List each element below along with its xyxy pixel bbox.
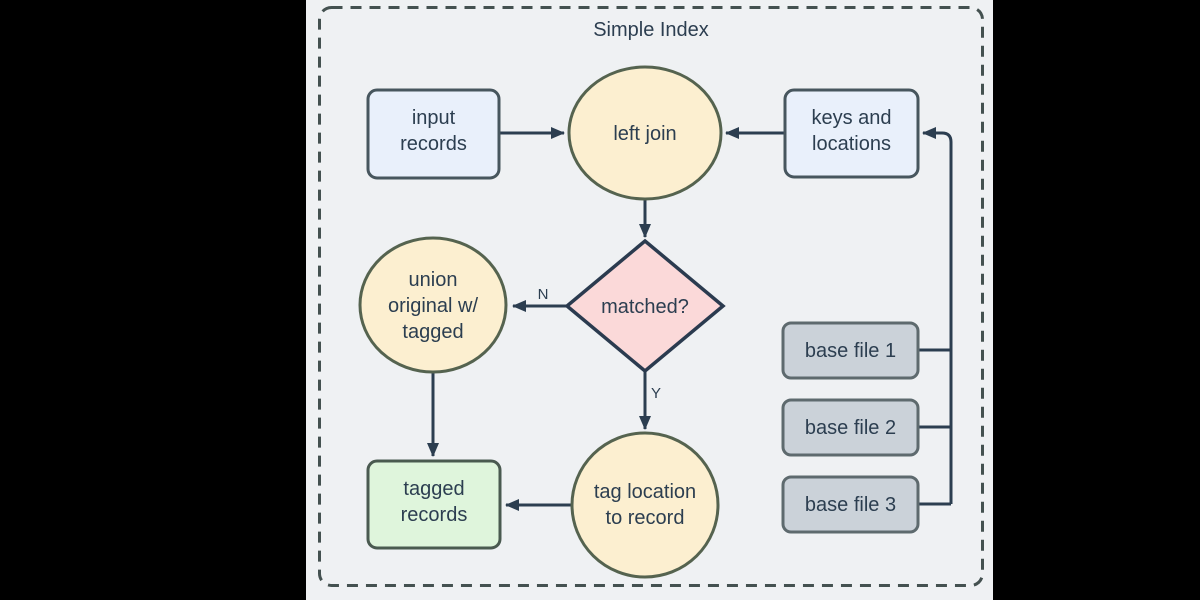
node-base-file-3: base file 3	[781, 475, 920, 534]
node-left-join-shape	[567, 65, 723, 201]
node-left-join-label: left join	[613, 123, 676, 145]
node-base-file-2-shape	[781, 398, 920, 457]
node-base-file-2-label: base file 2	[805, 417, 896, 439]
node-input-records-shape	[366, 88, 501, 180]
dashed-frame	[318, 6, 984, 587]
node-tag-location-line1: tag location	[594, 481, 696, 503]
node-input-records-line2: records	[400, 133, 467, 155]
diagram-title: Simple Index	[593, 19, 709, 41]
node-base-file-1-shape	[781, 321, 920, 380]
node-matched-shape	[564, 238, 726, 374]
node-keys-and-locations-shape	[783, 88, 920, 179]
edge-label-yes: Y	[651, 385, 661, 402]
node-keys-and-locations-line2: locations	[812, 133, 891, 155]
node-tagged-records-line1: tagged	[403, 478, 464, 500]
node-base-file-1-label: base file 1	[805, 340, 896, 362]
node-tagged-records-shape	[366, 459, 502, 550]
node-tag-location-to-record-shape	[570, 431, 720, 579]
node-union-original-w-tagged-shape	[358, 236, 508, 374]
node-keys-and-locations: keys and locations	[783, 88, 920, 179]
node-matched: matched?	[564, 238, 726, 374]
node-union-line3: tagged	[402, 321, 463, 343]
node-base-file-1: base file 1	[781, 321, 920, 380]
edge-label-no: N	[538, 286, 549, 303]
node-union-line1: union	[409, 269, 458, 291]
node-matched-label: matched?	[601, 296, 689, 318]
node-input-records-line1: input	[412, 107, 456, 129]
node-union-line2: original w/	[388, 295, 478, 317]
node-base-file-3-shape	[781, 475, 920, 534]
node-tagged-records: tagged records	[366, 459, 502, 550]
node-tag-location-line2: to record	[606, 507, 685, 529]
node-base-file-3-label: base file 3	[805, 494, 896, 516]
node-left-join: left join	[567, 65, 723, 201]
node-tagged-records-line2: records	[401, 504, 468, 526]
node-union-original-w-tagged: union original w/ tagged	[358, 236, 508, 374]
node-keys-and-locations-line1: keys and	[811, 107, 891, 129]
node-base-file-2: base file 2	[781, 398, 920, 457]
edge-trunk-to-keys-and-locations	[922, 127, 953, 504]
edges: N Y	[427, 127, 953, 511]
node-input-records: input records	[366, 88, 501, 180]
node-tag-location-to-record: tag location to record	[570, 431, 720, 579]
